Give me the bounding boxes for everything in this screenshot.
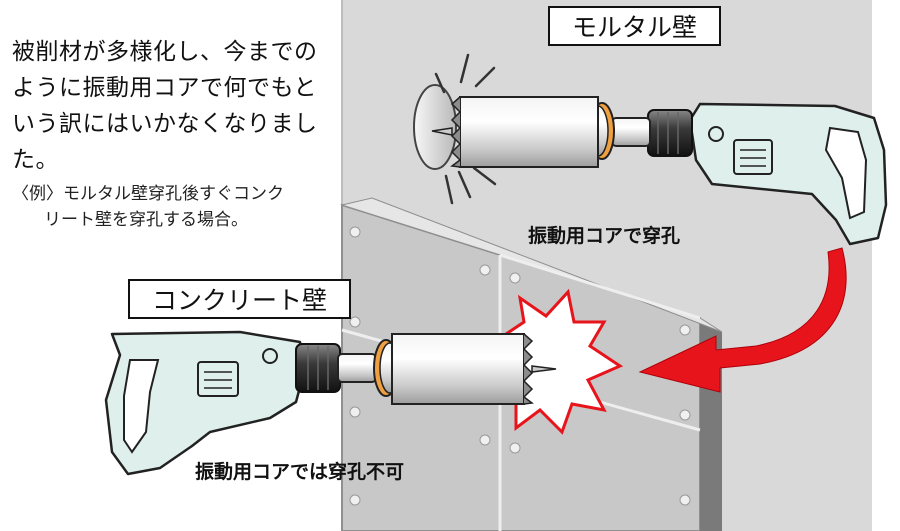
vibration-lines-icon (434, 53, 497, 205)
hammer-drill-top (431, 96, 888, 246)
example-note: 〈例〉モルタル壁穿孔後すぐコンク リート壁を穿孔する場合。 (12, 181, 332, 233)
caption-concrete-ng: 振動用コアでは穿孔不可 (195, 461, 405, 483)
mortar-hole (413, 84, 457, 170)
caption-mortar-ok: 振動用コアで穿孔 (528, 225, 681, 247)
example-line-1: 〈例〉モルタル壁穿孔後すぐコンク (12, 184, 284, 204)
intro-text: 被削材が多様化し、今までのように振動用コアで何でもという訳にはいかなくなりました… (12, 39, 318, 173)
mortar-wall-label: モルタル壁 (548, 6, 722, 46)
concrete-wall-label: コンクリート壁 (128, 279, 352, 319)
hammer-drill-bottom (104, 330, 557, 476)
curved-arrow-icon (638, 247, 847, 393)
example-line-2: リート壁を穿孔する場合。 (44, 210, 248, 230)
